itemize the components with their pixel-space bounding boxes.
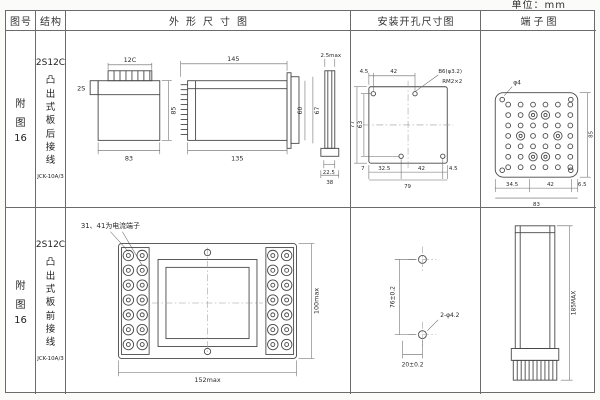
hole-count-label: 2-φ4.2 bbox=[440, 312, 459, 319]
dim-85: 85 bbox=[170, 106, 178, 114]
edge-view: 2.5max 22.5 38 bbox=[320, 53, 342, 186]
model-label-row1: 2S12C bbox=[36, 58, 66, 69]
header-fig-no: 图号 bbox=[6, 11, 36, 31]
structure-desc-row2: 凸出式板前接线 bbox=[45, 257, 56, 349]
header-structure: 结构 bbox=[36, 11, 66, 31]
dim-4-5-top: 4.5 bbox=[360, 69, 369, 75]
dim-83: 83 bbox=[125, 154, 133, 162]
dim-77: 77 bbox=[351, 120, 356, 128]
terminal-cell-row1: φ4 bbox=[481, 31, 596, 208]
dim-20: 20±0.2 bbox=[402, 361, 424, 368]
spec-table: 图号 结构 外形尺寸图 安装开孔尺寸图 端子图 附 图 16 2S12C 凸出式… bbox=[5, 10, 596, 394]
header-terminal: 端子图 bbox=[481, 11, 596, 31]
dim-7: 7 bbox=[361, 166, 364, 172]
side-view: 145 bbox=[180, 55, 321, 162]
mount-hole bbox=[440, 153, 446, 159]
dim-83-terminal: 83 bbox=[533, 202, 540, 207]
structure-cell-row2: 2S12C 凸出式板前接线 JCK-10A/3 bbox=[36, 208, 66, 394]
mount-hole bbox=[370, 91, 376, 97]
front-view: 12C 2S 83 bbox=[77, 56, 178, 162]
dim-22-5: 22.5 bbox=[323, 170, 335, 176]
thread-spec-label: RM2×2 bbox=[442, 79, 462, 85]
fig-no-cell-row1: 附 图 16 bbox=[6, 31, 36, 208]
dim-79: 79 bbox=[404, 184, 411, 190]
outline-drawing-front-wiring: 31、41为电流端子 152max bbox=[81, 221, 320, 384]
current-terminal-note: 31、41为电流端子 bbox=[81, 221, 140, 230]
dim-63: 63 bbox=[357, 120, 364, 128]
terminal-cell-row2: 185MAX bbox=[481, 208, 596, 394]
dim-38: 38 bbox=[326, 180, 333, 186]
fig-char-1: 附 bbox=[15, 98, 26, 110]
dim-42-terminal: 42 bbox=[547, 182, 554, 188]
terminal-grid bbox=[505, 101, 574, 171]
dim-2-5max: 2.5max bbox=[321, 53, 342, 59]
dim-60: 60 bbox=[297, 107, 304, 115]
install-drawing-rear-wiring: 4.5 42 B6(φ3.2) RM2×2 77 63 7 32.5 bbox=[351, 69, 462, 190]
model-code-row1: JCK-10A/3 bbox=[37, 173, 64, 180]
dim-135: 135 bbox=[231, 154, 243, 162]
dim-32-5: 32.5 bbox=[378, 166, 390, 172]
dim-4-5-bottom: 4.5 bbox=[449, 166, 458, 172]
outline-drawing-rear-wiring: 12C 2S 83 bbox=[77, 53, 342, 186]
model-label-row2: 2S12C bbox=[36, 240, 66, 251]
dim-42-bottom: 42 bbox=[418, 166, 425, 172]
dim-185max: 185MAX bbox=[571, 291, 578, 316]
fig-char-1: 附 bbox=[15, 280, 26, 292]
dim-phi4: φ4 bbox=[513, 80, 521, 87]
dim-76: 76±0.2 bbox=[390, 286, 397, 308]
terminal-drawing-rear-wiring: φ4 bbox=[494, 80, 595, 207]
fig-number: 16 bbox=[14, 314, 27, 326]
dim-34-5: 34.5 bbox=[506, 182, 518, 188]
outline-cell-row2: 31、41为电流端子 152max bbox=[66, 208, 351, 394]
unit-label: 单位：mm bbox=[511, 0, 566, 11]
dim-2s: 2S bbox=[77, 85, 85, 93]
dim-42-top: 42 bbox=[390, 69, 397, 75]
fig-no-cell-row2: 附 图 16 bbox=[6, 208, 36, 394]
structure-cell-row1: 2S12C 凸出式板后接线 JCK-10A/3 bbox=[36, 31, 66, 208]
install-drawing-front-wiring: 76±0.2 2-φ4.2 20±0.2 bbox=[390, 246, 460, 368]
dim-145: 145 bbox=[227, 55, 239, 63]
dim-85-terminal: 85 bbox=[589, 131, 595, 138]
fig-number: 16 bbox=[14, 132, 27, 144]
fig-char-2: 图 bbox=[15, 117, 26, 129]
dim-12c: 12C bbox=[124, 56, 137, 64]
dim-100max: 100max bbox=[312, 288, 320, 314]
terminal-drawing-front-wiring: 185MAX bbox=[510, 225, 578, 381]
model-code-row2: JCK-10A/3 bbox=[37, 355, 64, 362]
hole-spec-label: B6(φ3.2) bbox=[438, 69, 462, 75]
dim-67: 67 bbox=[314, 107, 321, 115]
mount-hole bbox=[412, 91, 418, 97]
mount-hole bbox=[398, 153, 404, 159]
install-cell-row1: 4.5 42 B6(φ3.2) RM2×2 77 63 7 32.5 bbox=[351, 31, 481, 208]
fig-char-2: 图 bbox=[15, 299, 26, 311]
dim-6-5: 6.5 bbox=[578, 182, 587, 188]
outline-cell-row1: 12C 2S 83 bbox=[66, 31, 351, 208]
structure-desc-row1: 凸出式板后接线 bbox=[45, 75, 56, 167]
header-outline: 外形尺寸图 bbox=[66, 11, 351, 31]
install-cell-row2: 76±0.2 2-φ4.2 20±0.2 bbox=[351, 208, 481, 394]
dim-152max: 152max bbox=[194, 376, 220, 384]
header-install: 安装开孔尺寸图 bbox=[351, 11, 481, 31]
